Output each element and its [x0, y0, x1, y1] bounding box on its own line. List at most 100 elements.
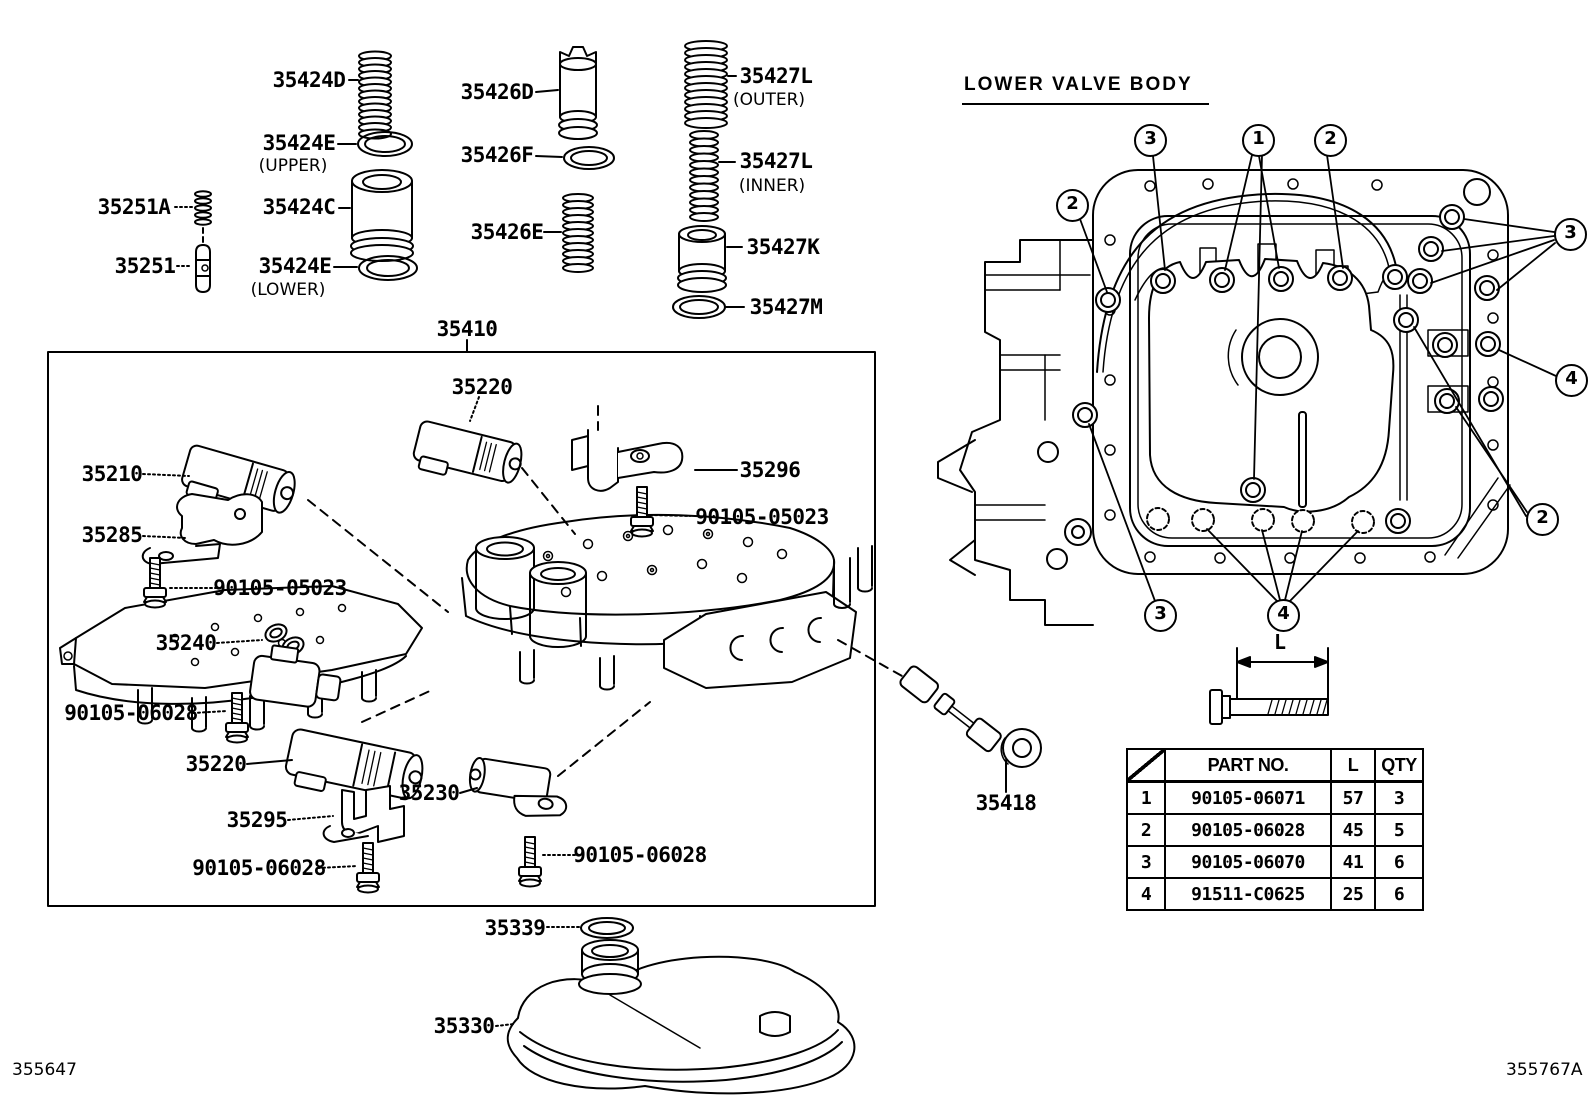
- part-label-35240: 35240: [155, 631, 217, 655]
- cell-l: 41: [1330, 845, 1376, 879]
- part-label-35427l-inner: 35427L: [739, 149, 813, 173]
- cell-qty: 5: [1374, 813, 1424, 847]
- part-label-35424c: 35424C: [262, 195, 336, 219]
- valve-35426d-art: [535, 46, 598, 140]
- part-label-35426e: 35426E: [470, 220, 544, 244]
- col-header-part-no: PART NO.: [1164, 748, 1332, 783]
- cell-ref: 3: [1126, 845, 1166, 879]
- spring-35427l-outer-art: [684, 40, 737, 129]
- note-upper: (UPPER): [258, 156, 328, 176]
- assembly-box-35410: [47, 339, 876, 907]
- figure-code-left: 355647: [12, 1060, 77, 1080]
- part-label-90105-06028-bottom-right: 90105-06028: [573, 843, 707, 867]
- solenoid-35240-body-art: [249, 644, 342, 708]
- cell-part-no: 90105-06071: [1164, 780, 1332, 815]
- construction-dashes: [307, 405, 903, 777]
- part-label-35424e-upper: 35424E: [262, 131, 336, 155]
- valve-35251-art: [176, 244, 211, 293]
- part-label-35410: 35410: [436, 317, 498, 341]
- callout-3-bottom: 3: [1144, 599, 1177, 632]
- part-label-35251a: 35251A: [97, 195, 171, 219]
- valve-body-art: [461, 513, 873, 691]
- bolt-length-diagram: [1209, 647, 1329, 725]
- separator-plate-art: [59, 585, 423, 733]
- part-label-90105-05023-left: 90105-05023: [213, 576, 347, 600]
- part-label-35210: 35210: [81, 462, 143, 486]
- callout-3-right: 3: [1554, 218, 1587, 251]
- fastener-table: PART NO. L QTY 1 90105-06071 57 3 2 9010…: [1126, 748, 1424, 911]
- col-header-l: L: [1330, 748, 1376, 783]
- callout-4-right: 4: [1555, 364, 1588, 397]
- part-label-35427l-outer: 35427L: [739, 64, 813, 88]
- callout-2-left: 2: [1056, 189, 1089, 222]
- valve-35418-art: [899, 665, 1042, 793]
- col-header-qty: QTY: [1374, 748, 1424, 783]
- solenoid-35220-top-art: [412, 420, 523, 484]
- bracket-35295-art: [322, 785, 405, 843]
- cell-ref: 4: [1126, 877, 1166, 911]
- oring-35424e-upper-art: [337, 131, 413, 157]
- panel-title: LOWER VALVE BODY: [962, 74, 1209, 105]
- cell-part-no: 90105-06070: [1164, 845, 1332, 879]
- part-label-35285: 35285: [81, 523, 143, 547]
- spring-35424d-art: [348, 50, 392, 140]
- spring-35427l-inner-art: [689, 130, 736, 222]
- cell-ref: 1: [1126, 780, 1166, 815]
- callout-2-top: 2: [1314, 124, 1347, 157]
- table-row: 2 90105-06028 45 5: [1126, 813, 1424, 847]
- note-lower: (LOWER): [250, 280, 326, 300]
- cell-qty: 6: [1374, 845, 1424, 879]
- part-label-90105-06028-bottom-left: 90105-06028: [192, 856, 326, 880]
- sleeve-35427k-art: [677, 225, 743, 293]
- cell-l: 45: [1330, 813, 1376, 847]
- bracket-35296-art: [571, 429, 684, 492]
- part-label-35220-bottom: 35220: [185, 752, 247, 776]
- figure-code-right: 355767A: [1506, 1060, 1583, 1080]
- table-corner-cell: [1126, 748, 1166, 783]
- spring-35251a-art: [174, 190, 212, 247]
- bracket-35285-art: [141, 493, 263, 565]
- part-label-35427k: 35427K: [746, 235, 820, 259]
- part-label-35330: 35330: [433, 1014, 495, 1038]
- callout-4-bottom: 4: [1267, 599, 1300, 632]
- part-label-90105-05023-right: 90105-05023: [695, 505, 829, 529]
- cell-part-no: 91511-C0625: [1164, 877, 1332, 911]
- note-inner: (INNER): [738, 176, 806, 196]
- part-label-35424d: 35424D: [272, 68, 346, 92]
- sleeve-35424c-art: [338, 169, 414, 262]
- spring-35426e-art: [543, 193, 594, 273]
- part-label-35296: 35296: [739, 458, 801, 482]
- cell-ref: 2: [1126, 813, 1166, 847]
- part-label-35230: 35230: [398, 781, 460, 805]
- part-label-35251: 35251: [114, 254, 176, 278]
- callout-leaders: [1079, 154, 1557, 603]
- cell-qty: 6: [1374, 877, 1424, 911]
- part-label-35424e-lower: 35424E: [258, 254, 332, 278]
- part-label-35339: 35339: [484, 916, 546, 940]
- callout-3-top-left: 3: [1134, 124, 1167, 157]
- oring-35424e-lower-art: [333, 255, 418, 281]
- part-label-35426d: 35426D: [460, 80, 534, 104]
- cell-part-no: 90105-06028: [1164, 813, 1332, 847]
- strainer-35330-art: [495, 939, 856, 1095]
- part-label-35295: 35295: [226, 808, 288, 832]
- oring-35426f-art: [535, 146, 615, 170]
- callout-2-bottom-right: 2: [1526, 503, 1559, 536]
- dimension-label-l: L: [1273, 630, 1287, 654]
- cell-l: 25: [1330, 877, 1376, 911]
- table-row: 4 91511-C0625 25 6: [1126, 877, 1424, 911]
- lower-valve-body-art: [937, 169, 1511, 626]
- note-outer: (OUTER): [732, 90, 806, 110]
- table-row: 1 90105-06071 57 3: [1126, 780, 1424, 815]
- solenoid-35230-art: [468, 756, 568, 817]
- part-label-35418: 35418: [975, 791, 1037, 815]
- table-header-row: PART NO. L QTY: [1126, 748, 1424, 783]
- solenoid-35220-bottom-art: [284, 728, 424, 800]
- part-label-35427m: 35427M: [749, 295, 823, 319]
- table-row: 3 90105-06070 41 6: [1126, 845, 1424, 879]
- part-label-35220-top: 35220: [451, 375, 513, 399]
- oring-35427m-art: [672, 295, 745, 319]
- cell-qty: 3: [1374, 780, 1424, 815]
